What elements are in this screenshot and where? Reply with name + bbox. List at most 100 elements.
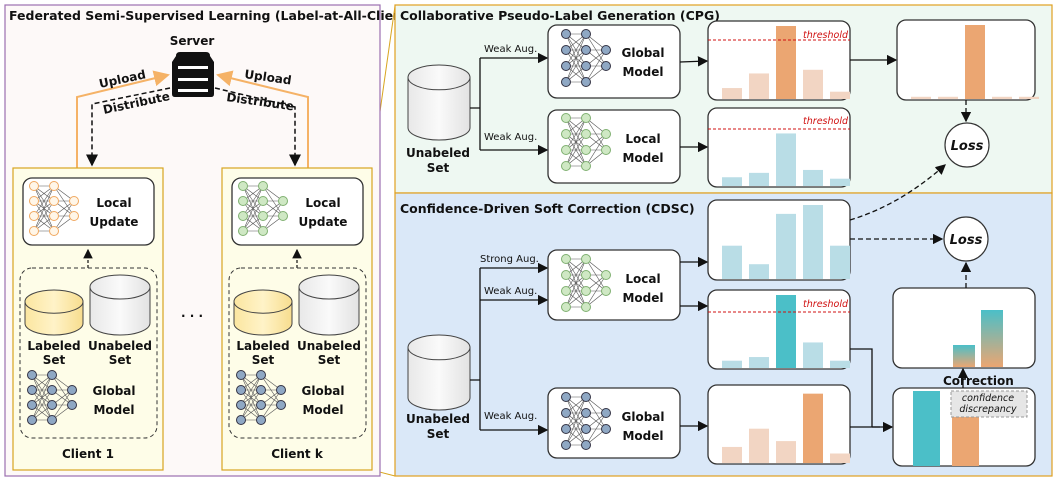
- cdsc-dataset-label: Unabeled: [406, 412, 470, 426]
- histogram-bar: [776, 26, 796, 99]
- cpg-dataset-label: Unabeled: [406, 146, 470, 160]
- histogram-bar: [776, 441, 796, 463]
- cpg-loss-label: Loss: [951, 139, 984, 154]
- histogram-bar: [722, 88, 742, 99]
- cdsc-aug-weak-local: Weak Aug.: [484, 286, 537, 297]
- cdsc-aug-weak-global: Weak Aug.: [484, 411, 537, 422]
- histogram-bar: [749, 73, 769, 99]
- labeled-set-label-2: Set: [252, 353, 275, 367]
- neural-network-icon: [236, 370, 286, 425]
- discrepancy-label-2: discrepancy: [959, 404, 1017, 415]
- cpg-branch-line: [470, 58, 481, 150]
- distribute-arrow-right: [214, 87, 301, 167]
- client-1: LocalUpdateLabeledSetUnabeledSetGlobalMo…: [12, 167, 164, 471]
- histogram-bar: [776, 295, 796, 368]
- cdsc-global-model-label-2: Model: [622, 429, 663, 443]
- unlabeled-set-label-2: Set: [318, 353, 341, 367]
- cpg-local-model-label: Local: [625, 132, 660, 146]
- cpg-unlabeled-set-icon: [407, 64, 471, 141]
- corrected-bar: [981, 310, 1003, 367]
- cpg-global-model-label-2: Model: [622, 65, 663, 79]
- cdsc-branch-line: [470, 268, 481, 430]
- labeled-set-label-2: Set: [43, 353, 66, 367]
- client-name: Client k: [271, 447, 324, 461]
- global-model-label-2: Model: [93, 403, 134, 417]
- client-data-group: [228, 267, 367, 439]
- histogram-bar: [776, 213, 796, 279]
- cdsc-title: Confidence-Driven Soft Correction (CDSC): [400, 201, 695, 216]
- discrepancy-local-bar: [913, 391, 940, 466]
- histogram-bar: [722, 245, 742, 279]
- histogram-bar: [776, 133, 796, 186]
- unlabeled-set-label: Unabeled: [297, 339, 361, 353]
- cpg-threshold-label-global: threshold: [803, 30, 849, 41]
- cpg-threshold-label-local: threshold: [803, 116, 849, 127]
- unlabeled-set-label: Unabeled: [88, 339, 152, 353]
- histogram-bar: [749, 172, 769, 186]
- neural-network-icon: [27, 370, 77, 425]
- cdsc-arrow-to-cpg-loss: [849, 164, 946, 221]
- cdsc-threshold-label: threshold: [803, 299, 849, 310]
- cdsc-local-model-label-2: Model: [622, 291, 663, 305]
- neural-network-icon: [29, 181, 79, 236]
- server-label: Server: [170, 34, 215, 48]
- cpg-aug-global: Weak Aug.: [484, 44, 537, 55]
- histogram-bar: [749, 264, 769, 279]
- histogram-bar: [830, 453, 850, 463]
- upload-arrow-left: [76, 70, 170, 168]
- local-update-label: Local: [96, 196, 131, 210]
- histogram-bar: [965, 25, 985, 99]
- global-model-label: Global: [92, 384, 135, 398]
- histogram-bar: [911, 96, 931, 99]
- cdsc-loss-node: [943, 216, 989, 262]
- histogram-bar: [722, 446, 742, 463]
- neural-network-icon: [561, 254, 611, 312]
- local-update-label: Local: [305, 196, 340, 210]
- cdsc-loss-label: Loss: [950, 233, 983, 248]
- client-name: Client 1: [62, 447, 114, 461]
- histogram-bar: [992, 96, 1012, 99]
- neural-network-icon: [561, 29, 611, 87]
- cpg-local-model-label-2: Model: [622, 151, 663, 165]
- histogram-bar: [830, 178, 850, 186]
- upload-arrow-right: [216, 70, 309, 168]
- histogram-bar: [722, 177, 742, 186]
- histogram-bar: [722, 360, 742, 368]
- discrepancy-label: confidence: [962, 393, 1014, 404]
- neural-network-icon: [561, 392, 611, 450]
- cdsc-unlabeled-set-icon: [407, 334, 471, 411]
- labeled-set-icon: [233, 289, 293, 336]
- cdsc-global-model-label: Global: [621, 410, 664, 424]
- discrepancy-global-bar: [952, 415, 979, 466]
- histogram-bar: [803, 205, 823, 279]
- unlabeled-set-label-2: Set: [109, 353, 132, 367]
- global-model-label-2: Model: [302, 403, 343, 417]
- histogram-bar: [1019, 96, 1039, 99]
- cpg-dataset-label-2: Set: [427, 161, 450, 175]
- histogram-bar: [749, 357, 769, 368]
- cpg-global-model-label: Global: [621, 46, 664, 60]
- server-icon: [172, 52, 214, 97]
- histogram-bar: [803, 169, 823, 186]
- histogram-bar: [803, 69, 823, 99]
- left-panel: Federated Semi-Supervised Learning (Labe…: [4, 4, 414, 477]
- histogram-bar: [830, 91, 850, 99]
- distribute-arrow-left: [86, 87, 171, 167]
- cdsc-aug-strong: Strong Aug.: [480, 254, 539, 265]
- labeled-set-label: Labeled: [27, 339, 80, 353]
- unlabeled-set-icon: [89, 274, 151, 336]
- left-panel-title: Federated Semi-Supervised Learning (Labe…: [9, 8, 414, 23]
- histogram-bar: [749, 428, 769, 463]
- unlabeled-set-icon: [298, 274, 360, 336]
- cdsc-local-model-label: Local: [625, 272, 660, 286]
- upload-label-right: Upload: [244, 67, 293, 87]
- ellipsis: · · ·: [181, 309, 203, 323]
- histogram-bar: [803, 342, 823, 368]
- client-2: LocalUpdateLabeledSetUnabeledSetGlobalMo…: [221, 167, 373, 471]
- cpg-title: Collaborative Pseudo-Label Generation (C…: [400, 8, 720, 23]
- labeled-set-icon: [24, 289, 84, 336]
- histogram-bar: [830, 245, 850, 279]
- neural-network-icon: [238, 181, 288, 236]
- cdsc-dataset-label-2: Set: [427, 427, 450, 441]
